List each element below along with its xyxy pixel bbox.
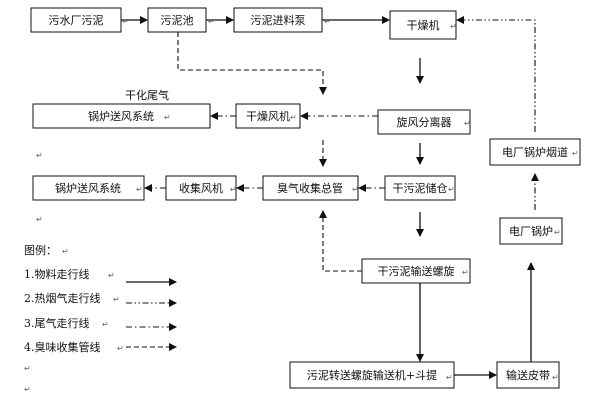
paragraph-mark: ↵: [24, 364, 31, 373]
legend-item-exhaust: 3.尾气走行线: [24, 316, 90, 330]
paragraph-mark: ↵: [108, 271, 115, 280]
paragraph-mark: ↵: [446, 373, 453, 382]
box-power-boiler: 电厂锅炉: [499, 217, 563, 245]
box-sludge-tank-label: 污泥池: [161, 14, 194, 27]
legend-item-material: 1.物料走行线: [24, 267, 90, 281]
paragraph-mark: ↵: [352, 185, 359, 194]
box-plant-sludge-label: 污水厂污泥: [49, 14, 104, 27]
paragraph-mark: ↵: [464, 119, 471, 128]
paragraph-mark: ↵: [448, 185, 455, 194]
paragraph-mark: ↵: [324, 17, 331, 26]
exhaust-gas-label: 干化尾气: [125, 88, 169, 102]
box-dryer: 干燥机: [389, 10, 457, 40]
box-feed-pump-label: 污泥进料泵: [251, 13, 306, 27]
box-dry-sludge-screw: 干污泥输送螺旋: [361, 258, 471, 284]
paragraph-mark: ↵: [554, 228, 561, 237]
paragraph-mark: ↵: [572, 149, 579, 158]
box-boiler-flue: 电厂锅炉烟道: [489, 138, 581, 166]
box-boiler-flue-label: 电厂锅炉烟道: [502, 145, 568, 159]
paragraph-mark: ↵: [113, 295, 120, 304]
paragraph-mark: ↵: [164, 113, 171, 122]
legend: 图例： 1.物料走行线 2.热烟气走行线 3.尾气走行线 4.臭味收集管线: [24, 243, 177, 354]
box-drying-fan-label: 干燥风机: [246, 109, 290, 123]
box-dry-sludge-silo-label: 干污泥储仓: [393, 181, 448, 195]
paragraph-mark: ↵: [24, 385, 31, 394]
box-boiler-air-1-label: 锅炉送风系统: [88, 109, 154, 123]
paragraph-mark: ↵: [117, 344, 124, 353]
paragraph-mark: ↵: [208, 17, 215, 26]
legend-item-odor: 4.臭味收集管线: [24, 340, 101, 354]
box-cyclone: 旋风分离器: [377, 109, 471, 135]
paragraph-mark: ↵: [36, 215, 43, 224]
paragraph-mark: ↵: [552, 373, 559, 382]
box-sludge-tank: 污泥池: [147, 7, 207, 33]
box-transfer-screw-label: 污泥转送螺旋输送机+斗提: [307, 368, 437, 382]
legend-item-hot-flue: 2.热烟气走行线: [24, 291, 101, 305]
paragraph-mark: ↵: [290, 113, 297, 122]
box-drying-fan: 干燥风机: [235, 103, 301, 129]
box-collect-fan: 收集风机: [165, 175, 237, 201]
paragraph-mark: ↵: [230, 185, 237, 194]
odor-line-tank-to-header: [177, 32, 327, 95]
box-odor-header-label: 臭气收集总管: [277, 181, 343, 195]
box-odor-header: 臭气收集总管: [262, 175, 359, 201]
box-conveyor-belt: 输送皮带: [496, 361, 560, 389]
paragraph-mark: ↵: [62, 247, 69, 256]
box-power-boiler-label: 电厂锅炉: [509, 225, 553, 238]
box-boiler-air-2-label: 锅炉送风系统: [55, 181, 121, 195]
box-dryer-label: 干燥机: [407, 18, 440, 32]
paragraph-marks: ↵ ↵ ↵ ↵ ↵ ↵ ↵ ↵ ↵ ↵ ↵ ↵ ↵ ↵ ↵ ↵ ↵ ↵ ↵ ↵ …: [24, 17, 579, 394]
box-boiler-air-2: 锅炉送风系统: [32, 175, 145, 201]
odor-line-screw-to-header: [319, 210, 362, 272]
box-cyclone-label: 旋风分离器: [397, 115, 452, 129]
paragraph-mark: ↵: [462, 268, 469, 277]
paragraph-mark: ↵: [122, 17, 129, 26]
box-feed-pump: 污泥进料泵: [233, 7, 323, 33]
box-collect-fan-label: 收集风机: [179, 181, 223, 195]
box-transfer-screw: 污泥转送螺旋输送机+斗提: [289, 361, 455, 389]
paragraph-mark: ↵: [36, 151, 43, 160]
paragraph-mark: ↵: [136, 185, 143, 194]
box-boiler-air-1: 锅炉送风系统: [32, 103, 211, 129]
legend-title: 图例：: [24, 243, 57, 257]
box-dry-sludge-silo: 干污泥储仓: [384, 175, 456, 201]
paragraph-mark: ↵: [450, 22, 457, 31]
box-conveyor-belt-label: 输送皮带: [506, 368, 550, 382]
paragraph-mark: ↵: [102, 320, 109, 329]
paragraph-mark: ↵: [162, 93, 169, 102]
box-plant-sludge: 污水厂污泥: [30, 7, 122, 33]
box-dry-sludge-screw-label: 干污泥输送螺旋: [378, 264, 455, 278]
arrow-flue-to-dryer: [456, 16, 536, 132]
